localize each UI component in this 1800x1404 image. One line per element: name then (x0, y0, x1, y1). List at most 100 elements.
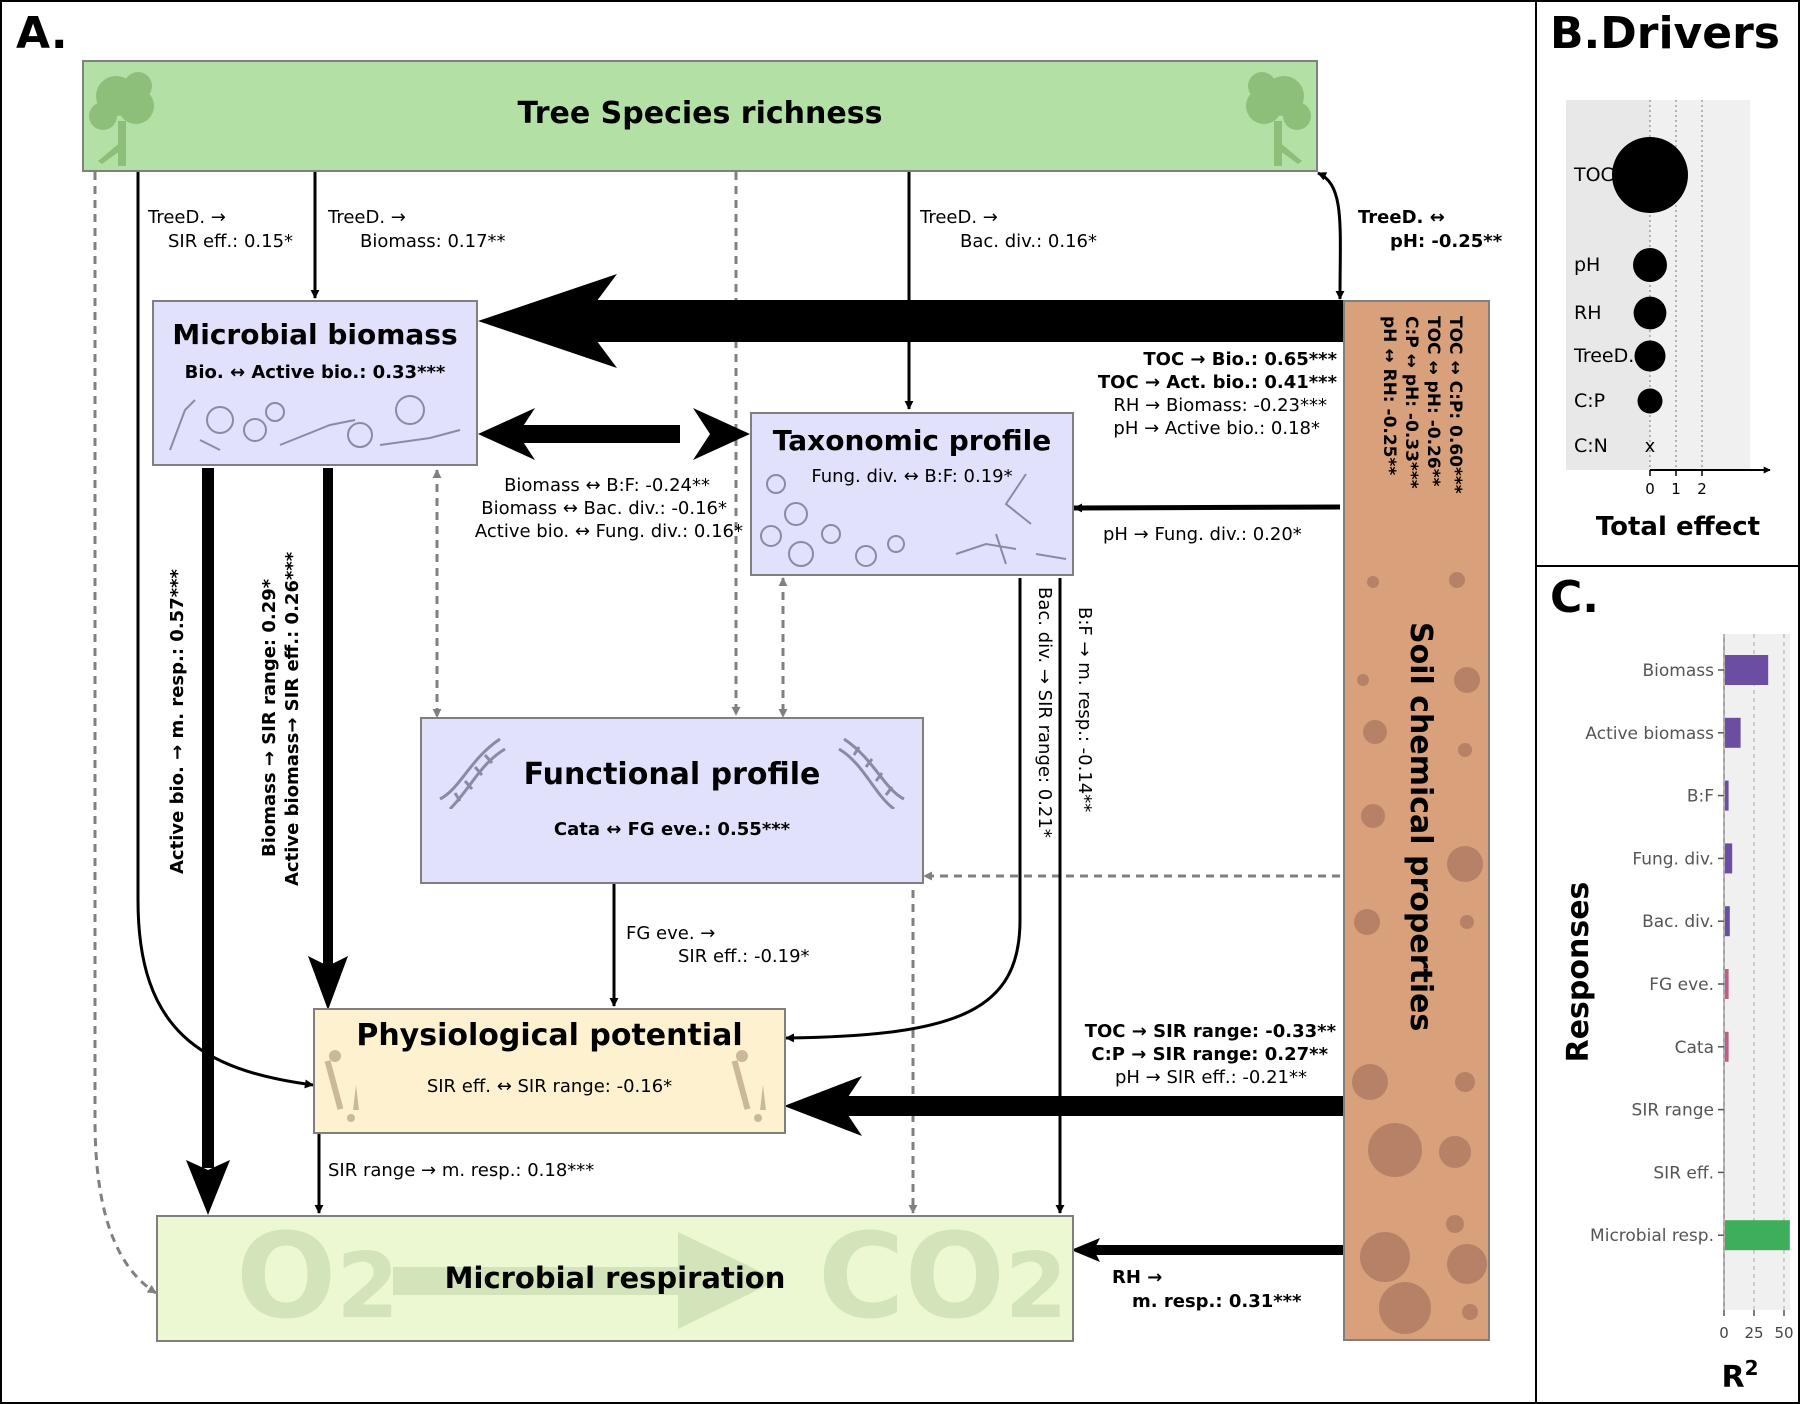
microbe-illustration-taxonomic (760, 473, 1067, 567)
soil-properties-title: Soil chemical properties (1403, 622, 1438, 1032)
panel-b-label: B.Drivers (1550, 8, 1780, 59)
responses-ylabel: Responses (1561, 882, 1596, 1063)
drivers-x-marker: x (1645, 436, 1656, 457)
label-soil-phys-2: C:P → SIR range: 0.27** (1091, 1044, 1328, 1065)
responses-bar (1725, 1031, 1729, 1062)
physio-icon-left (324, 1050, 359, 1122)
soil-corr-label-3: C:P ↔ pH: -0.33*** (1401, 316, 1421, 489)
responses-xlabel: R2 (1721, 1356, 1758, 1395)
microbial-respiration-box: O2 CO2 Microbial respiration (156, 1215, 1074, 1342)
label-tree-ph-a: TreeD. ↔ (1358, 207, 1445, 228)
drivers-x-tick-label: 1 (1671, 480, 1681, 498)
arrow-biomass-to-physio-shaft (323, 468, 333, 968)
arrow-soil-to-physio-head (784, 1076, 862, 1136)
label-soil-bio-3: RH → Biomass: -0.23*** (1113, 395, 1327, 416)
arrow-biomass-taxonomic-head-right (693, 408, 750, 460)
responses-bar (1725, 717, 1741, 748)
label-tree-sir-a: TreeD. → (148, 207, 226, 228)
soil-title-wrapper: Soil chemical properties (1398, 622, 1438, 1052)
drivers-category-label: TOC (1573, 164, 1614, 186)
responses-x-tick-label: 25 (1744, 1324, 1763, 1342)
respiration-background-arrow (393, 1232, 778, 1329)
physiological-potential-correlation: SIR eff. ↔ SIR range: -0.16* (426, 1076, 673, 1097)
drivers-effect-dot (1612, 137, 1688, 213)
label-soil-bio-4: pH → Active bio.: 0.18* (1113, 418, 1320, 439)
label-fg-sir-a: FG eve. → (626, 923, 716, 944)
microbial-biomass-title: Microbial biomass (172, 318, 458, 351)
drivers-effect-dot (1633, 248, 1667, 282)
soil-corr-label-4: pH ↔ RH: -0.25** (1379, 316, 1399, 476)
taxonomic-profile-box: Taxonomic profile Fung. div. ↔ B:F: 0.19… (750, 412, 1074, 576)
label-soil-bio-2: TOC → Act. bio.: 0.41*** (1097, 372, 1337, 393)
label-ph-fung: pH → Fung. div.: 0.20* (1103, 524, 1302, 545)
arrow-tree-to-respiration (93, 172, 157, 1295)
drivers-effect-dot (1637, 388, 1663, 414)
responses-bar (1725, 655, 1769, 685)
responses-category-label: FG eve. (1649, 975, 1714, 995)
label-bio-tax-1: Biomass ↔ B:F: -0.24** (504, 475, 710, 496)
microbial-biomass-correlation: Bio. ↔ Active bio.: 0.33*** (184, 362, 446, 383)
responses-category-label: Cata (1675, 1038, 1714, 1058)
taxonomic-profile-correlation: Fung. div. ↔ B:F: 0.19* (811, 466, 1013, 487)
responses-category-label: Bac. div. (1642, 912, 1714, 932)
tree-icon-left (89, 72, 154, 166)
co2-glyph: CO2 (818, 1215, 1068, 1342)
label-bio-tax-3: Active bio. ↔ Fung. div.: 0.16* (474, 521, 743, 542)
dna-icon-right (838, 737, 905, 809)
arrow-soil-to-respiration-shaft (1090, 1245, 1343, 1255)
drivers-effect-dot (1633, 296, 1667, 330)
responses-category-label: B:F (1687, 787, 1714, 807)
drivers-effect-dot (1634, 340, 1666, 372)
responses-x-tick-label: 50 (1774, 1324, 1793, 1342)
microbe-illustration-biomass (169, 395, 461, 451)
label-bio-tax-2: Biomass ↔ Bac. div.: -0.16* (481, 498, 727, 519)
tree-icon-right (1246, 72, 1311, 166)
drivers-x-tick-label: 0 (1645, 480, 1655, 498)
label-bac-sir: Bac. div. → SIR range: 0.21* (1034, 587, 1055, 838)
soil-corr-label-1: TOC ↔ C:P: 0.60*** (1445, 316, 1465, 494)
responses-bar (1725, 969, 1729, 999)
arrow-soil-to-respiration-head (1071, 1238, 1100, 1262)
arrow-active-to-respiration-head (186, 1160, 230, 1215)
o2-glyph: O2 (236, 1215, 399, 1342)
label-tree-bac-a: TreeD. → (920, 207, 998, 228)
arrow-tree-soil-correlation (1317, 171, 1345, 300)
arrow-soil-to-taxonomic (1073, 503, 1341, 513)
arrow-tree-to-physio (136, 172, 314, 1089)
responses-category-label: Microbial resp. (1590, 1226, 1714, 1246)
drivers-xlabel: Total effect (1596, 512, 1760, 542)
label-bf-resp: B:F → m. resp.: -0.14** (1074, 607, 1095, 813)
arrow-active-to-respiration-shaft (202, 468, 214, 1168)
tree-richness-title: Tree Species richness (517, 96, 883, 131)
drivers-category-label: pH (1574, 254, 1600, 276)
soil-corr-label-2: TOC ↔ pH: -0.26** (1423, 316, 1443, 487)
dna-icon-left (439, 737, 506, 809)
label-sir-resp: SIR range → m. resp.: 0.18*** (328, 1160, 595, 1181)
label-tree-bio-a: TreeD. → (328, 207, 406, 228)
microbial-respiration-title: Microbial respiration (444, 1261, 786, 1295)
label-rh-resp-b: m. resp.: 0.31*** (1132, 1291, 1302, 1312)
panel-a-label: A. (16, 8, 68, 59)
physiological-potential-box: Physiological potential SIR eff. ↔ SIR r… (313, 1008, 786, 1134)
tree-richness-box: Tree Species richness (82, 60, 1318, 172)
functional-profile-box: Functional profile Cata ↔ FG eve.: 0.55*… (420, 717, 924, 884)
functional-profile-correlation: Cata ↔ FG eve.: 0.55*** (553, 819, 791, 840)
label-tree-ph-b: pH: -0.25** (1390, 231, 1503, 252)
arrow-soil-to-biomass-shaft (560, 300, 1343, 342)
label-tree-bac-b: Bac. div.: 0.16* (960, 231, 1097, 252)
label-bio-sir-1: Biomass → SIR range: 0.29* (259, 578, 280, 857)
drivers-category-label: RH (1574, 302, 1602, 324)
panel-c-label: C. (1550, 572, 1600, 623)
physiological-potential-title: Physiological potential (356, 1018, 743, 1053)
soil-texture (1352, 572, 1487, 1334)
label-bio-sir-2: Active biomass→ SIR eff.: 0.26*** (282, 551, 303, 886)
arrow-biomass-taxonomic-shaft (510, 425, 680, 443)
arrow-biomass-to-physio-head (308, 956, 348, 1010)
arrow-soil-to-physio-shaft (830, 1096, 1343, 1116)
drivers-x-tick-label: 2 (1697, 480, 1707, 498)
drivers-category-label: C:N (1574, 435, 1608, 457)
